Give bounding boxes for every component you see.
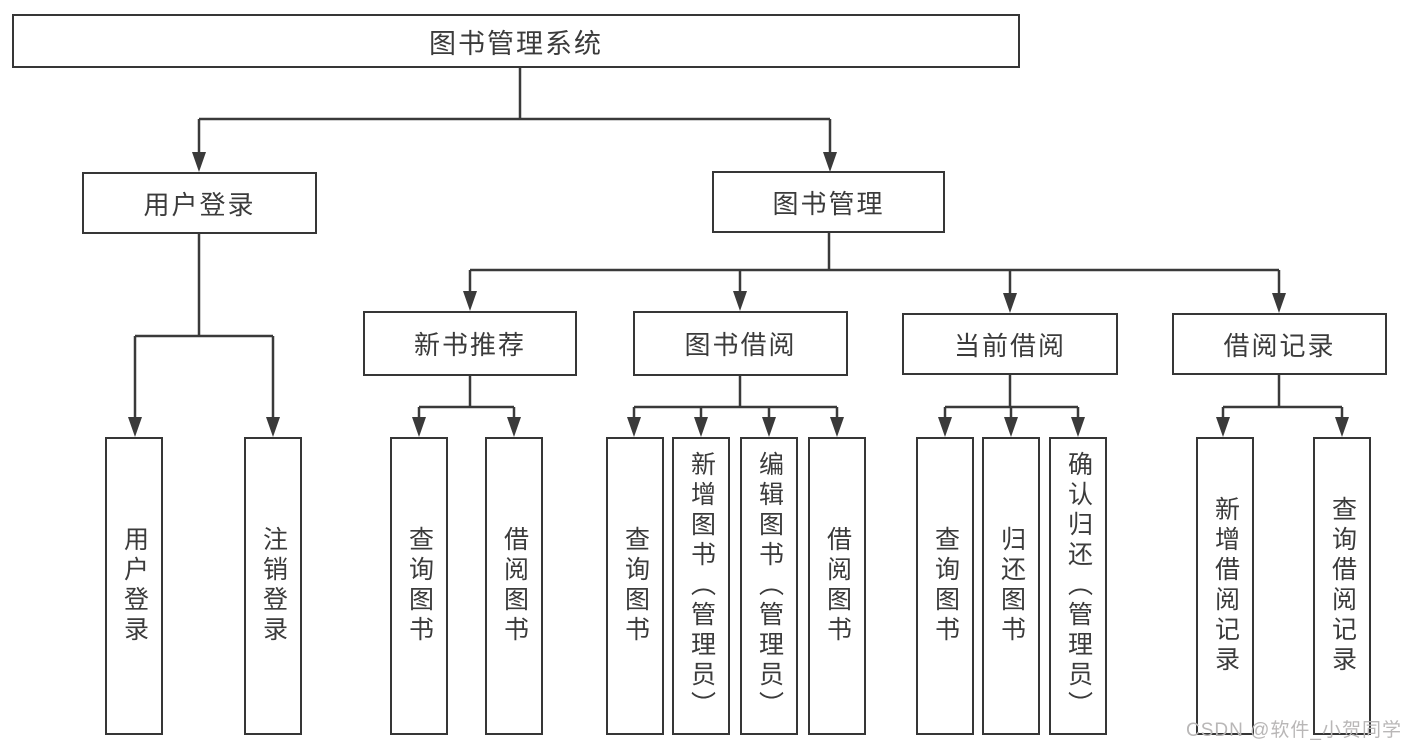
leaf-query-book-recommend: 查询图书 — [390, 437, 448, 735]
leaf-add-book-admin: 新增图书（管理员） — [672, 437, 730, 735]
leaf-user-login: 用户登录 — [105, 437, 163, 735]
leaf-edit-book-admin: 编辑图书（管理员） — [740, 437, 798, 735]
node-book-borrowing: 图书借阅 — [633, 311, 848, 376]
node-borrowing-records: 借阅记录 — [1172, 313, 1387, 375]
leaf-borrow-book-recommend: 借阅图书 — [485, 437, 543, 735]
leaf-query-book-current: 查询图书 — [916, 437, 974, 735]
node-current-borrowing: 当前借阅 — [902, 313, 1118, 375]
node-book-management: 图书管理 — [712, 171, 945, 233]
node-library-management-system: 图书管理系统 — [12, 14, 1020, 68]
leaf-query-borrow-record: 查询借阅记录 — [1313, 437, 1371, 735]
leaf-logout: 注销登录 — [244, 437, 302, 735]
leaf-return-book: 归还图书 — [982, 437, 1040, 735]
leaf-add-borrow-record: 新增借阅记录 — [1196, 437, 1254, 735]
leaf-borrow-book-borrowing: 借阅图书 — [808, 437, 866, 735]
node-new-book-recommend: 新书推荐 — [363, 311, 577, 376]
leaf-confirm-return-admin: 确认归还（管理员） — [1049, 437, 1107, 735]
csdn-watermark: CSDN @软件_小贺同学 — [1186, 720, 1402, 741]
node-user-login: 用户登录 — [82, 172, 317, 234]
leaf-query-book-borrowing: 查询图书 — [606, 437, 664, 735]
